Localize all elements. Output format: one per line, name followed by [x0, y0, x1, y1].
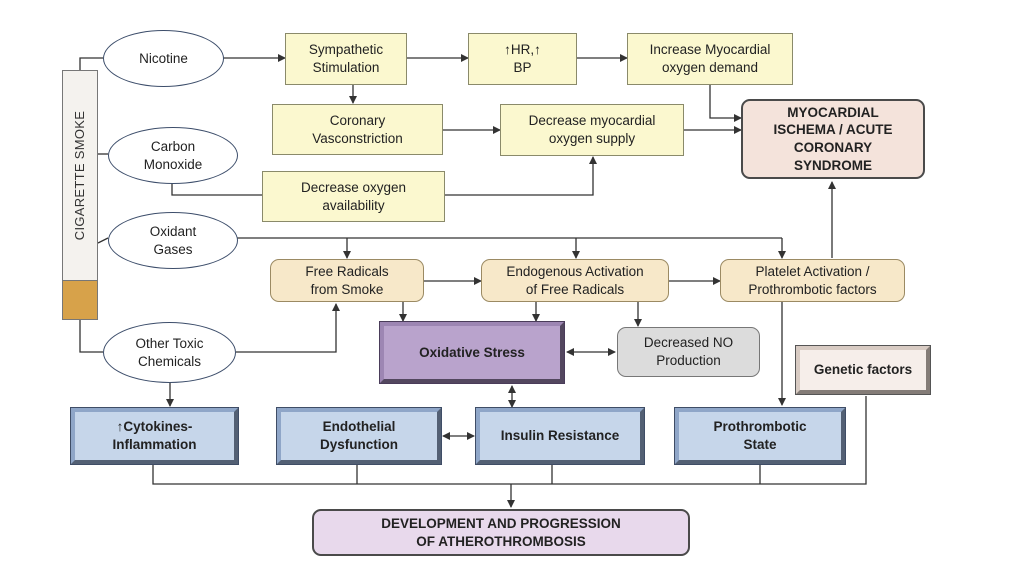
node-oxidative-stress: Oxidative Stress — [379, 321, 565, 384]
cigarette-label-text: CIGARETTE SMOKE — [72, 110, 88, 240]
source-other-toxic-chemicals: Other Toxic Chemicals — [103, 322, 236, 383]
node-decrease-oxygen-availability: Decrease oxygen availability — [262, 171, 445, 222]
node-decrease-oxygen-supply: Decrease myocardial oxygen supply — [500, 104, 684, 156]
wire-cig-oxidant — [97, 237, 109, 244]
node-myocardial-ischema: MYOCARDIAL ISCHEMA / ACUTE CORONARY SYND… — [741, 99, 925, 179]
wire-co-oxygen — [171, 180, 262, 196]
source-carbon-monoxide: Carbon Monoxide — [108, 127, 238, 184]
node-cytokines-inflammation: ↑Cytokines- Inflammation — [70, 407, 239, 465]
node-development-atherothrombosis: DEVELOPMENT AND PROGRESSION OF ATHEROTHR… — [312, 509, 690, 556]
node-sympathetic-stimulation: Sympathetic Stimulation — [285, 33, 407, 85]
node-genetic-factors: Genetic factors — [795, 345, 931, 395]
node-insulin-resistance: Insulin Resistance — [475, 407, 645, 465]
node-prothrombotic-state: Prothrombotic State — [674, 407, 846, 465]
cigarette-graphic: CIGARETTE SMOKE — [62, 70, 98, 320]
node-hr-bp: ↑HR,↑ BP — [468, 33, 577, 85]
arrow-toxic-freerad — [236, 303, 340, 353]
arrow-oxygen-supply — [445, 156, 597, 196]
source-nicotine: Nicotine — [103, 30, 224, 87]
node-increase-oxygen-demand: Increase Myocardial oxygen demand — [627, 33, 793, 85]
node-platelet-activation: Platelet Activation / Prothrombotic fact… — [720, 259, 905, 302]
node-decreased-no: Decreased NO Production — [617, 327, 760, 377]
cigarette-body — [62, 70, 98, 280]
node-coronary-vasoconstriction: Coronary Vasconstriction — [272, 104, 443, 155]
cigarette-filter — [62, 280, 98, 320]
wire-cig-nicotine — [79, 57, 103, 70]
arrow-demand-ischema — [709, 85, 742, 122]
cigarette-label: CIGARETTE SMOKE — [62, 70, 98, 280]
node-endogenous-activation: Endogenous Activation of Free Radicals — [481, 259, 669, 302]
wire-cig-toxic — [79, 320, 103, 353]
node-free-radicals: Free Radicals from Smoke — [270, 259, 424, 302]
source-oxidant-gases: Oxidant Gases — [108, 212, 238, 269]
wire-bottom-gather — [152, 396, 867, 485]
node-endothelial-dysfunction: Endothelial Dysfunction — [276, 407, 442, 465]
